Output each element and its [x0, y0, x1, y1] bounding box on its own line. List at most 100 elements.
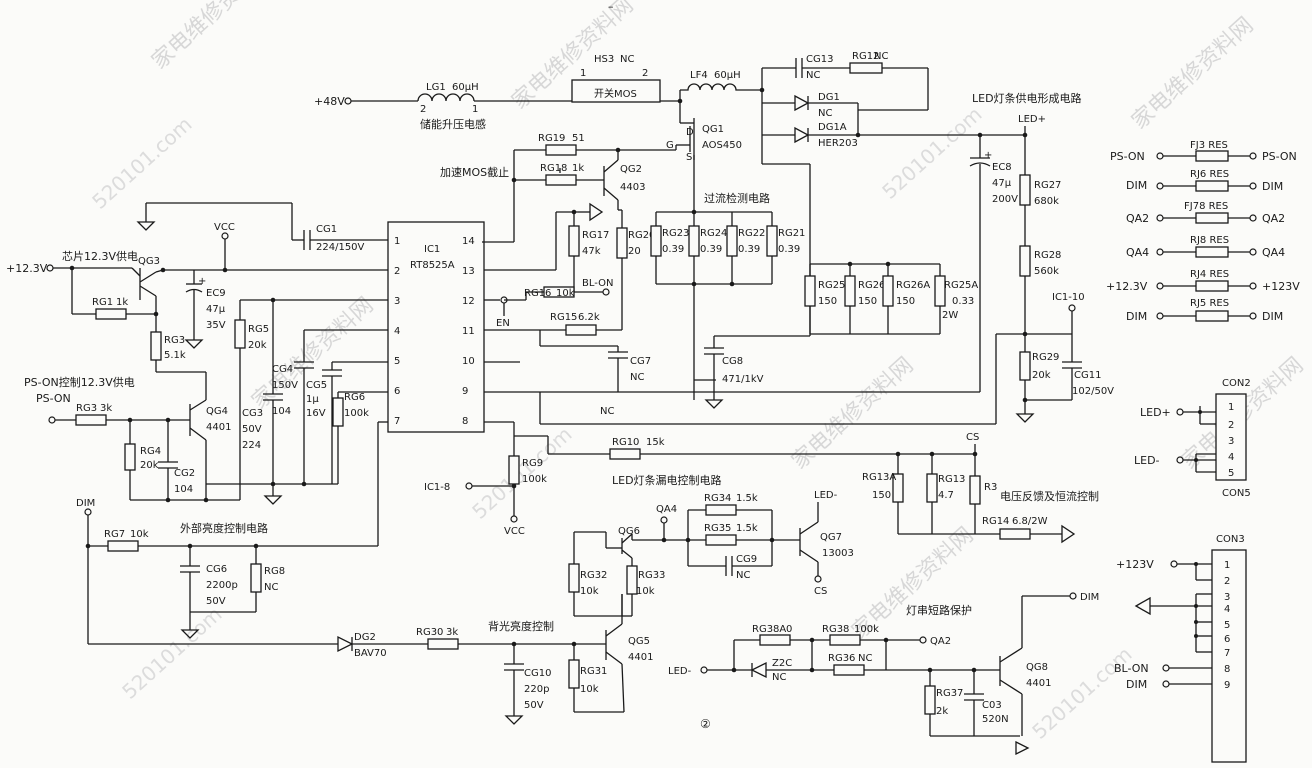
resistor-RG15 — [565, 324, 597, 336]
resistor-RG3b — [75, 414, 107, 426]
svg-text:4401: 4401 — [206, 422, 231, 433]
resistor-RG8 — [250, 563, 262, 593]
svg-text:RG36: RG36 — [828, 653, 855, 664]
svg-text:RG35: RG35 — [704, 523, 731, 534]
svg-text:12: 12 — [462, 296, 475, 307]
section-led-supply: LED灯条供电形成电路 — [972, 91, 1082, 105]
svg-text:RG18: RG18 — [540, 163, 567, 174]
section-speedup-mos: 加速MOS截止 — [440, 165, 509, 179]
svg-text:RG13: RG13 — [938, 474, 965, 485]
svg-text:0.39: 0.39 — [662, 244, 684, 255]
svg-text:3: 3 — [394, 296, 400, 307]
svg-text:4401: 4401 — [1026, 678, 1051, 689]
svg-text:104: 104 — [174, 484, 193, 495]
con3-bl-on: BL-ON — [1114, 662, 1149, 675]
resistor-RG19 — [545, 144, 577, 156]
watermark-url: 520101.com — [117, 602, 226, 704]
svg-text:RG9: RG9 — [522, 458, 543, 469]
page-marker: ② — [700, 717, 711, 731]
svg-text:RG38A: RG38A — [752, 624, 786, 635]
svg-text:NC: NC — [772, 672, 786, 683]
label-RG21: RG21 — [778, 228, 805, 239]
svg-text:13: 13 — [462, 266, 475, 277]
svg-text:15k: 15k — [646, 437, 665, 448]
svg-text:10k: 10k — [130, 529, 149, 540]
svg-text:20k: 20k — [140, 460, 159, 471]
net-bl-on: BL-ON — [582, 278, 614, 289]
svg-text:D: D — [686, 127, 694, 138]
ic-IC1: IC1 RT8525A 1 2 3 4 5 6 7 14 13 12 11 10… — [387, 221, 485, 433]
svg-text:5: 5 — [1224, 620, 1230, 631]
net-12v3: +12.3V — [6, 262, 48, 275]
svg-text:224/150V: 224/150V — [316, 242, 365, 253]
svg-text:2: 2 — [394, 266, 400, 277]
svg-text:NC: NC — [858, 653, 872, 664]
watermark-url: 520101.com — [1027, 642, 1136, 744]
con3-123v: +123V — [1116, 558, 1154, 571]
svg-text:PS-ON: PS-ON — [1262, 150, 1297, 163]
svg-text:2k: 2k — [936, 706, 948, 717]
ic-ref: IC1 — [424, 244, 440, 255]
resistor-RG20 — [616, 227, 628, 259]
resistor-RG27 — [1019, 174, 1031, 206]
svg-text:680k: 680k — [1034, 196, 1059, 207]
svg-text:0: 0 — [786, 624, 792, 635]
external-brightness: DIM RG7 10k 外部亮度控制电路 CG6 2200p 50V RG8 N… — [76, 498, 338, 645]
label-RG26: RG26 — [858, 280, 885, 291]
backlight-brightness: DG2 BAV70 RG30 3k 背光亮度控制 CG10 220p 50V R… — [337, 594, 711, 731]
inductor-LG1 — [417, 93, 475, 102]
svg-text:4403: 4403 — [620, 182, 645, 193]
svg-text:1.5k: 1.5k — [736, 523, 758, 534]
resistor-RG12 — [849, 62, 883, 74]
svg-text:50V: 50V — [524, 700, 544, 711]
section-overcurrent: 过流检测电路 — [704, 191, 770, 205]
svg-text:+123V: +123V — [1262, 280, 1300, 293]
svg-text:1: 1 — [472, 104, 478, 115]
svg-text:60μH: 60μH — [714, 70, 741, 81]
svg-text:RJ5 RES: RJ5 RES — [1190, 298, 1229, 309]
svg-text:100k: 100k — [344, 408, 369, 419]
svg-text:RG7: RG7 — [104, 529, 125, 540]
svg-text:1μ: 1μ — [306, 394, 319, 405]
svg-text:0.33: 0.33 — [952, 296, 974, 307]
section-switch-mos: 开关MOS — [594, 87, 637, 100]
diode-DG1A — [794, 126, 810, 144]
svg-text:RG1: RG1 — [92, 297, 113, 308]
ps-on-control: PS-ON控制12.3V供电 PS-ON RG3 3k QG4 4401 RG4… — [24, 375, 240, 503]
svg-text:RG10: RG10 — [612, 437, 639, 448]
label-LG1: LG1 — [426, 82, 446, 93]
section-ps-on: PS-ON控制12.3V供电 — [24, 375, 135, 389]
svg-text:0.39: 0.39 — [700, 244, 722, 255]
svg-text:51: 51 — [572, 133, 585, 144]
resistor-RG32 — [568, 563, 580, 593]
svg-text:5: 5 — [394, 356, 400, 367]
resistor-RG10 — [609, 448, 641, 460]
resistor-R3 — [969, 475, 981, 505]
jumper-row: DIM RJ5 RES DIM — [1126, 298, 1283, 323]
svg-text:1: 1 — [1228, 402, 1234, 413]
svg-text:RG6: RG6 — [344, 392, 365, 403]
net-dim-left: DIM — [76, 498, 95, 509]
resistor-RG38A — [759, 634, 791, 646]
section-led-leak: LED灯条漏电控制电路 — [612, 473, 722, 487]
svg-text:100k: 100k — [522, 474, 547, 485]
svg-text:10: 10 — [462, 356, 475, 367]
svg-text:RG29: RG29 — [1032, 352, 1059, 363]
net-ic1-8: IC1-8 — [424, 482, 450, 493]
svg-text:RG4: RG4 — [140, 446, 161, 457]
pin3-6-network: RG5 20k CG3 50V 224 CG4 150V 104 CG5 1μ … — [206, 297, 388, 505]
watermark-text: 家电维修资料网 — [1127, 13, 1258, 135]
net-cs-top: CS — [966, 432, 979, 443]
value-LG1: 60μH — [452, 82, 479, 93]
resistor-RG17 — [568, 225, 580, 257]
svg-text:EC8: EC8 — [992, 162, 1012, 173]
svg-text:47μ: 47μ — [206, 304, 226, 315]
svg-text:150: 150 — [818, 296, 837, 307]
label-CG13: CG13 — [806, 54, 833, 65]
svg-text:RG34: RG34 — [704, 493, 731, 504]
jumper-table: PS-ON FJ3 RES PS-ON DIM RJ6 RES DIM QA2 … — [1106, 140, 1300, 323]
net-ic1-10: IC1-10 — [1052, 292, 1085, 303]
svg-text:+12.3V: +12.3V — [1106, 280, 1148, 293]
svg-text:6.2k: 6.2k — [578, 312, 600, 323]
svg-text:RG38: RG38 — [822, 624, 849, 635]
